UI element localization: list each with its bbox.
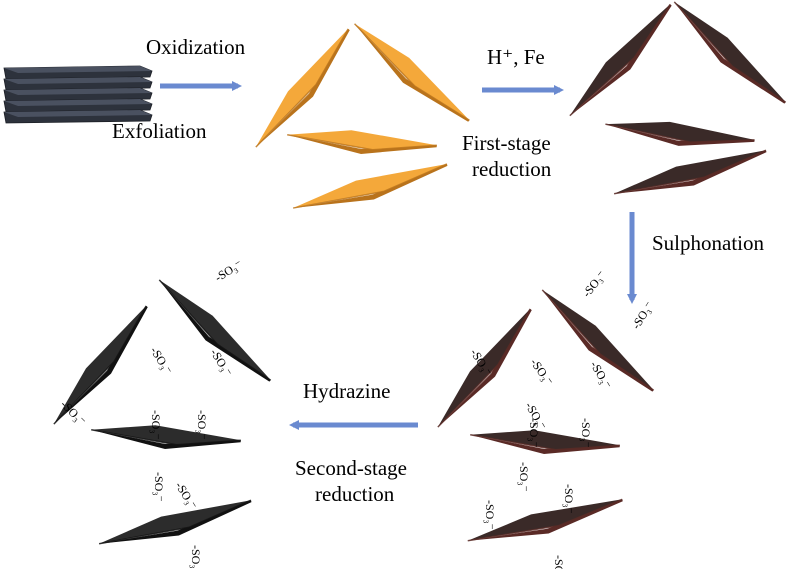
graphite-layer-top bbox=[4, 77, 152, 84]
label-second-stage: Second-stage bbox=[295, 456, 407, 480]
rgo-sheet bbox=[613, 149, 767, 195]
sulfonate-label: -SO₃⁻ bbox=[517, 462, 531, 492]
sulfonate-label: -SO₃⁻ bbox=[195, 410, 209, 440]
final-sheet bbox=[158, 279, 272, 382]
sulphonated-sheets bbox=[437, 289, 655, 542]
graphite-stack bbox=[3, 65, 153, 124]
label-h-fe: H⁺, Fe bbox=[487, 45, 545, 69]
graphite-layer-top bbox=[4, 88, 152, 95]
sulfonate-label: -SO₃⁻ bbox=[483, 500, 497, 530]
graphite-layer-top bbox=[4, 110, 152, 117]
go-sheet bbox=[287, 130, 437, 154]
go-sheet bbox=[292, 163, 448, 209]
sulfonate-label: -SO₃⁻ bbox=[579, 418, 593, 448]
sulfonate-label: -SO₃⁻ bbox=[212, 257, 245, 285]
sulfonate-label: -SO₃⁻ bbox=[629, 299, 657, 332]
rgo-sheet bbox=[569, 3, 672, 117]
rgo-sheet bbox=[605, 121, 755, 146]
sulfonate-label: -SO₃⁻ bbox=[189, 545, 203, 569]
graphite-layer-top bbox=[4, 66, 152, 73]
sulfonate-label: -SO₃⁻ bbox=[152, 472, 166, 502]
sulfonate-label: -SO₃⁻ bbox=[528, 356, 557, 388]
sulfonate-label: -SO₃⁻ bbox=[149, 410, 163, 440]
sulphonated-sheet bbox=[541, 289, 655, 392]
final-sheet bbox=[98, 499, 252, 545]
label-first-stage-reduction: reduction bbox=[472, 157, 552, 181]
label-exfoliation: Exfoliation bbox=[112, 119, 207, 143]
go-sheet bbox=[255, 28, 350, 148]
first-stage-reduced-sheets bbox=[569, 1, 787, 195]
graphene-oxide-sheets bbox=[255, 23, 470, 209]
sulfonate-label: -SO₃⁻ bbox=[579, 268, 608, 300]
final-sheet bbox=[53, 305, 148, 425]
sulfonate-label: -SO₃⁻ bbox=[172, 479, 200, 512]
graphite-layer-top bbox=[4, 99, 152, 106]
second-stage-reduced-sheets bbox=[53, 279, 272, 545]
label-second-stage-reduction: reduction bbox=[315, 482, 395, 506]
final-sheet bbox=[91, 425, 241, 449]
label-oxidization: Oxidization bbox=[146, 35, 246, 59]
sulphonated-sheet bbox=[437, 308, 532, 428]
sulfonate-label: -SO₃⁻ bbox=[562, 484, 576, 514]
rgo-sheet bbox=[673, 1, 787, 104]
sulphonated-sheet bbox=[467, 498, 623, 542]
label-sulphonation: Sulphonation bbox=[652, 231, 765, 255]
sulfonate-label: -SO₃⁻ bbox=[552, 555, 566, 569]
sulfonate-label: -SO₃⁻ bbox=[147, 344, 175, 377]
label-hydrazine: Hydrazine bbox=[303, 379, 390, 403]
go-sheet bbox=[354, 23, 470, 122]
label-first-stage: First-stage bbox=[462, 131, 551, 155]
sulphonated-sheet bbox=[470, 430, 620, 454]
sulfonate-label: -SO₃⁻ bbox=[527, 418, 541, 448]
